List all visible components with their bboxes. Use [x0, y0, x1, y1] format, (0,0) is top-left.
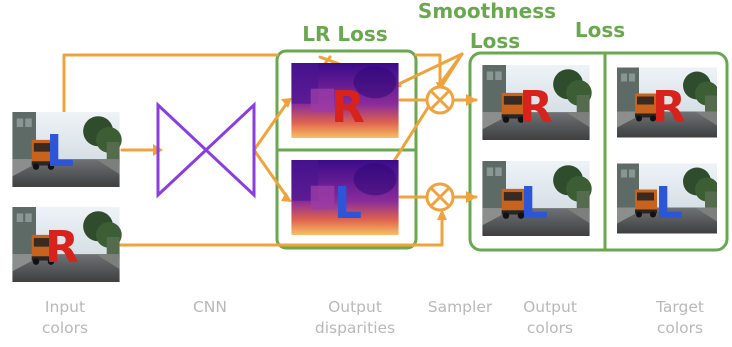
top-skip-line-2	[414, 53, 442, 89]
caption-target: Target colors	[635, 297, 725, 339]
caption-input-line1: Input	[44, 298, 86, 316]
lr-loss-title: LR Loss	[302, 22, 388, 46]
input-right-image: R	[12, 207, 122, 282]
smoothness-title-line2: Loss	[469, 29, 521, 53]
output-right-letter: R	[519, 82, 553, 133]
multiply-top	[425, 85, 455, 115]
disparity-right-letter: R	[331, 82, 365, 133]
cnn-bowtie	[156, 101, 256, 199]
caption-output-colors-line1: Output	[523, 298, 577, 316]
caption-input-line2: colors	[41, 319, 89, 337]
caption-sampler: Sampler	[427, 298, 493, 316]
cnn-to-bottom-disp-line	[252, 148, 289, 199]
output-left-letter: L	[520, 178, 548, 229]
target-left-image: L	[617, 163, 717, 234]
caption-output-disparities: Output disparities	[300, 297, 410, 339]
caption-output-disp-line1: Output	[328, 298, 382, 316]
smoothness-title-line1: Smoothness	[417, 0, 557, 23]
output-left-image: L	[482, 161, 592, 236]
disparity-left-letter: L	[334, 178, 362, 229]
multiply-bottom	[425, 182, 455, 212]
input-left-image: L	[12, 112, 122, 187]
caption-output-disp-line2: disparities	[314, 319, 396, 337]
caption-output-colors-line2: colors	[526, 319, 574, 337]
caption-output-colors: Output colors	[505, 297, 595, 339]
loss-box	[468, 51, 729, 252]
target-left-letter: L	[655, 178, 683, 229]
input-right-letter: R	[45, 222, 79, 273]
input-left-letter: L	[46, 126, 74, 177]
disparity-left-image: L	[291, 160, 399, 235]
target-right-image: R	[617, 67, 717, 138]
caption-input: Input colors	[20, 297, 110, 339]
bottom-skip-line	[118, 212, 444, 247]
caption-cnn: CNN	[192, 298, 227, 316]
output-right-image: R	[482, 65, 592, 140]
target-right-letter: R	[652, 82, 686, 133]
cnn-to-top-disp-line	[252, 101, 289, 152]
caption-target-line2: colors	[656, 319, 704, 337]
disparity-right-image: R	[291, 63, 399, 138]
caption-target-line1: Target	[656, 298, 704, 316]
top-skip-line	[62, 53, 279, 114]
loss-title: Loss	[574, 18, 626, 42]
